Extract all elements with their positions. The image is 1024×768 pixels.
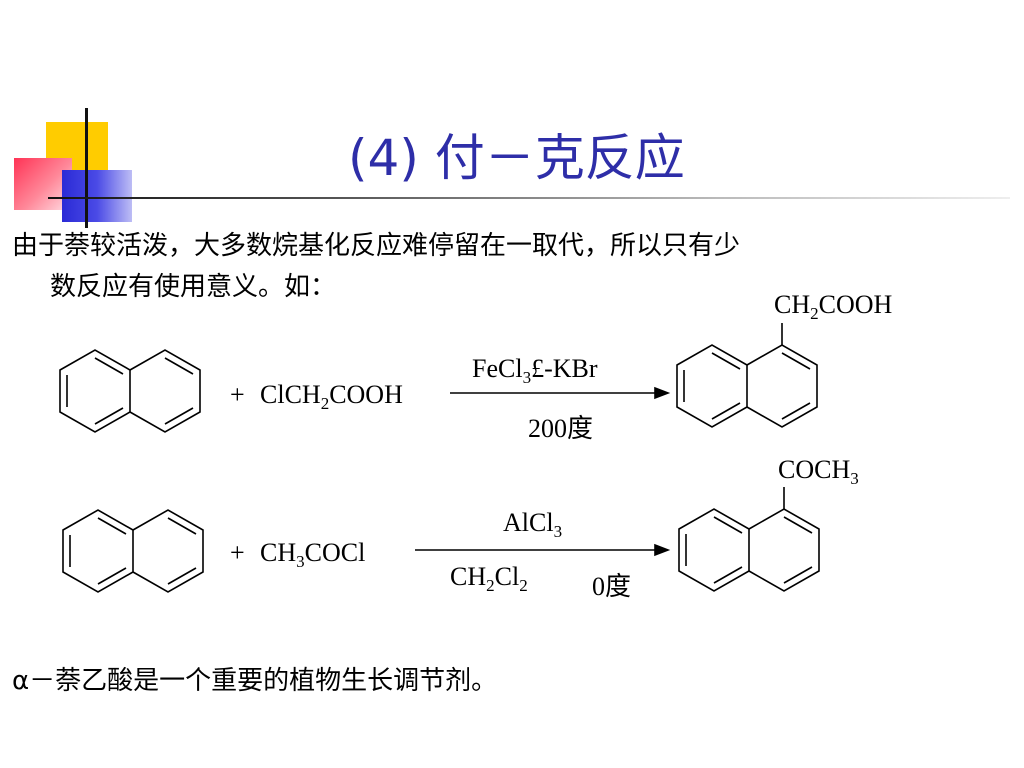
reaction1-arrow [450,386,671,400]
intro-line-1: 由于萘较活泼，大多数烷基化反应难停留在一取代，所以只有少 [12,231,741,261]
reaction2-reagent: CH3COCl [260,538,366,571]
reaction2-plus: + [230,538,245,567]
naphthalene-product-1 [676,323,818,428]
reaction2-arrow [415,543,671,557]
reaction1-catalyst: FeCl3£-KBr [472,354,598,387]
title-underline [48,197,1010,199]
reaction2-catalyst: AlCl3 [503,508,563,541]
reaction2-solvent: CH2Cl2 [450,562,528,595]
decor-vertical-line [85,108,88,228]
reaction1-reagent: ClCH2COOH [260,380,403,413]
intro-line-2: 数反应有使用意义。如： [50,272,337,302]
reaction1-plus: + [230,380,245,409]
reaction2-condition: 0度 [592,572,632,601]
naphthalene-reactant-2 [62,509,204,593]
product1-substituent: CH2COOH [774,290,893,323]
product2-substituent: COCH3 [778,455,859,488]
slide-title: (4) 付－克反应 [348,129,685,187]
reaction1-condition: 200度 [528,414,594,443]
naphthalene-reactant-1 [59,349,201,433]
naphthalene-product-2 [678,487,820,592]
decor-blue-square [62,170,132,222]
footer-note: α－萘乙酸是一个重要的植物生长调节剂。 [12,666,498,696]
intro-paragraph: 由于萘较活泼，大多数烷基化反应难停留在一取代，所以只有少 数反应有使用意义。如： [12,226,740,308]
